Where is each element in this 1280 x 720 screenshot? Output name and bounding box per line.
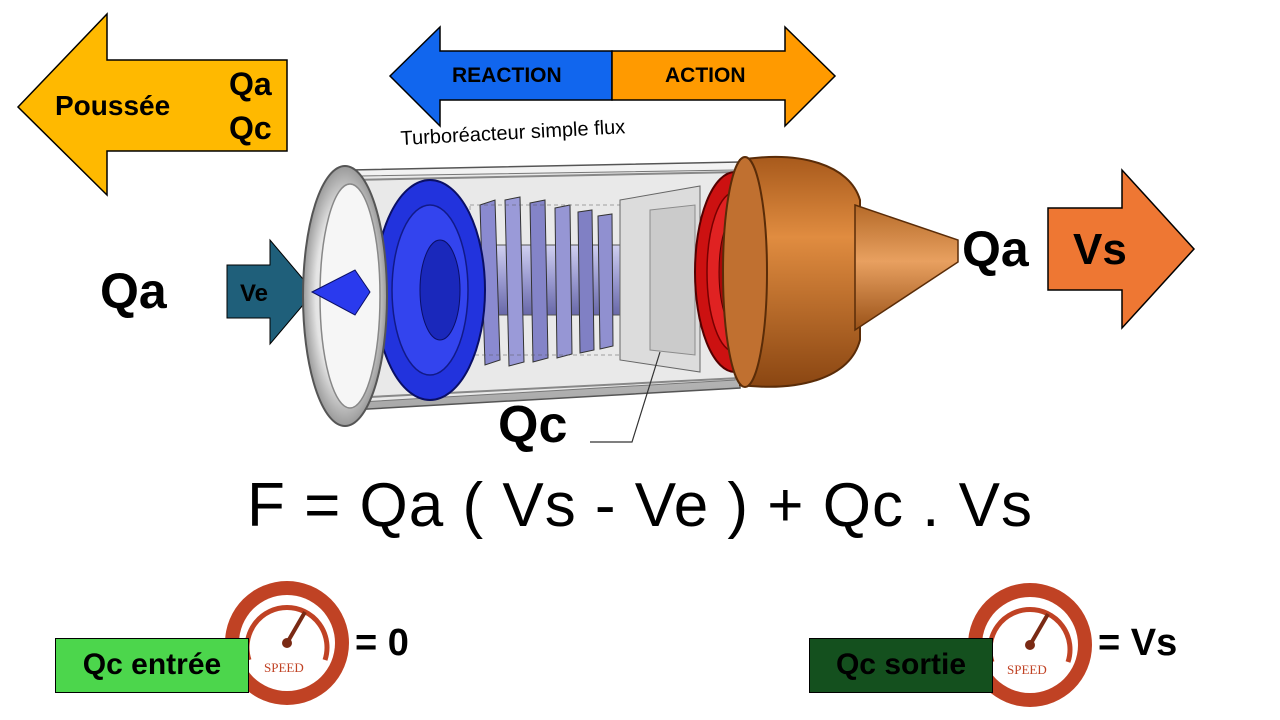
intake-lip: [302, 165, 388, 427]
fuel-in-value: = 0: [355, 622, 409, 664]
reaction-label: REACTION: [452, 64, 562, 87]
speed-gauge-out-icon: [968, 583, 1092, 707]
fuel-in-gauge-text: SPEED: [264, 660, 304, 675]
action-arrow: [611, 25, 837, 128]
fuel-label: Qc: [498, 396, 568, 454]
thrust-formula: F = Qa ( Vs - Ve ) + Qc . Vs: [247, 471, 1033, 540]
fuel-out-label: Qc sortie: [809, 638, 993, 693]
speed-gauge-in-icon: [225, 581, 349, 705]
intake-speed-label: Ve: [240, 280, 269, 307]
fuel-out-value: = Vs: [1098, 622, 1178, 664]
fuel-in-label: Qc entrée: [55, 638, 249, 693]
fuel-out-gauge-text: SPEED: [1007, 662, 1047, 677]
thrust-flow-c: Qc: [229, 110, 272, 146]
intake-flow-label: Qa: [100, 263, 167, 319]
turbojet-engine: [302, 156, 959, 443]
action-label: ACTION: [665, 64, 746, 87]
thrust-flow-a: Qa: [229, 66, 272, 102]
thrust-arrow: [16, 12, 288, 197]
exhaust-arrow: [1047, 168, 1196, 330]
thrust-label: Poussée: [55, 90, 171, 121]
intake-arrow: [226, 238, 315, 346]
exhaust-flow-label: Qa: [962, 221, 1029, 277]
exhaust-speed-label: Vs: [1073, 225, 1127, 274]
fan: [374, 179, 486, 401]
